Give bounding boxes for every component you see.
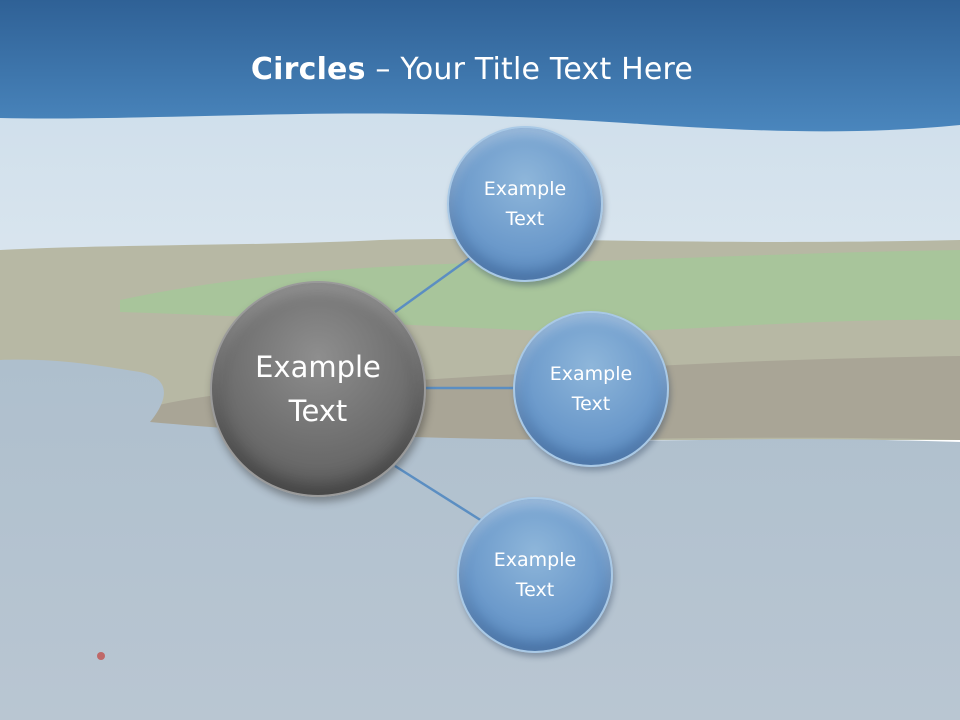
slide-title: Circles – Your Title Text Here [0,52,944,87]
center-circle: Example Text [210,281,426,497]
satellite-circle-label: Example Text [493,549,577,601]
satellite-circle-bottom: Example Text [457,497,613,653]
connector-bottom [394,464,483,523]
center-circle-label: Example Text [255,350,381,428]
buoy [97,652,105,660]
title-rest: – Your Title Text Here [365,52,694,87]
satellite-circle-label: Example Text [483,178,567,230]
satellite-circle-middle: Example Text [513,311,669,467]
satellite-circle-label: Example Text [549,363,633,415]
header-band [0,0,960,132]
connector-top [394,256,471,314]
title-bold: Circles [250,52,366,87]
satellite-circle-top: Example Text [447,126,603,282]
